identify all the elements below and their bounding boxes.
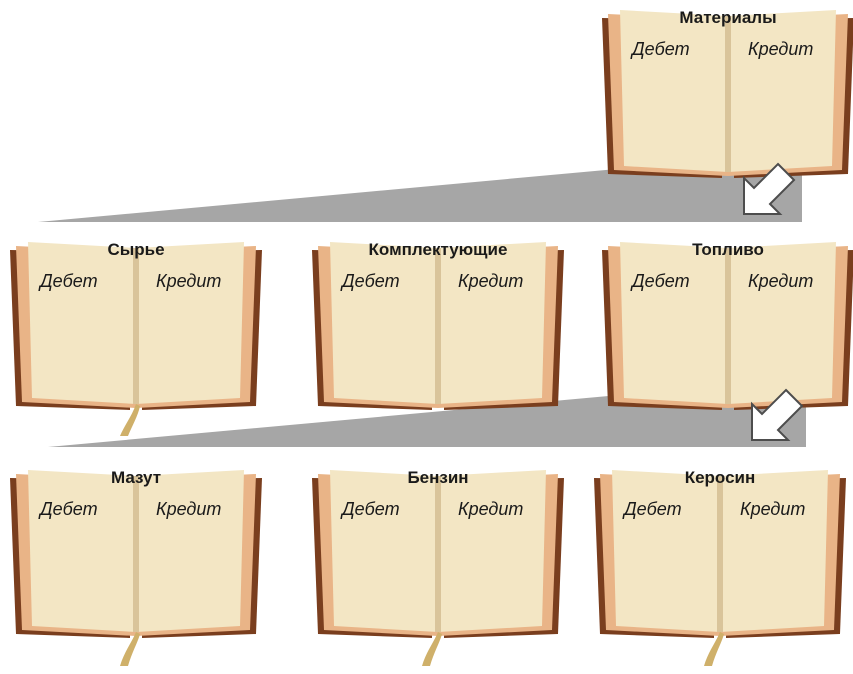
debit-label: Дебет [342, 499, 400, 519]
credit-label: Кредит [458, 271, 524, 291]
down-left-arrow-icon [751, 388, 804, 441]
ledger-book-gasoline: Бензин Дебет Кредит [308, 466, 568, 666]
ledger-book-fuel-oil: Мазут Дебет Кредит [6, 466, 266, 666]
bookmark-ribbon-icon [120, 404, 140, 436]
bookmark-ribbon-icon [422, 632, 442, 666]
open-book-icon [602, 242, 853, 410]
credit-label: Кредит [748, 271, 814, 291]
debit-label: Дебет [40, 499, 98, 519]
debit-label: Дебет [632, 39, 690, 59]
ledger-book-kerosene: Керосин Дебет Кредит [590, 466, 850, 666]
credit-label: Кредит [156, 271, 222, 291]
open-book-icon [602, 10, 853, 178]
book-title: Мазут [110, 468, 162, 487]
ledger-book-raw-materials: Сырье Дебет Кредит [6, 238, 266, 438]
bookmark-ribbon-icon [704, 632, 724, 666]
book-title: Материалы [679, 8, 777, 27]
open-book-icon [312, 242, 564, 410]
book-title: Сырье [107, 240, 165, 259]
open-book-icon [312, 470, 564, 666]
down-left-arrow-icon [743, 162, 796, 215]
ledger-book-components: Комплектующие Дебет Кредит [308, 238, 568, 438]
book-title: Керосин [684, 468, 756, 487]
debit-label: Дебет [624, 499, 682, 519]
open-book-icon [10, 470, 262, 666]
book-title: Комплектующие [368, 240, 508, 259]
ledger-book-fuel: Топливо Дебет Кредит [598, 238, 853, 438]
book-title: Бензин [407, 468, 469, 487]
open-book-icon [10, 242, 262, 436]
credit-label: Кредит [156, 499, 222, 519]
book-title: Топливо [692, 240, 764, 259]
credit-label: Кредит [748, 39, 814, 59]
debit-label: Дебет [40, 271, 98, 291]
ledger-book-materials: Материалы Дебет Кредит [598, 6, 853, 206]
debit-label: Дебет [632, 271, 690, 291]
bookmark-ribbon-icon [120, 632, 140, 666]
credit-label: Кредит [458, 499, 524, 519]
credit-label: Кредит [740, 499, 806, 519]
open-book-icon [594, 470, 846, 666]
debit-label: Дебет [342, 271, 400, 291]
